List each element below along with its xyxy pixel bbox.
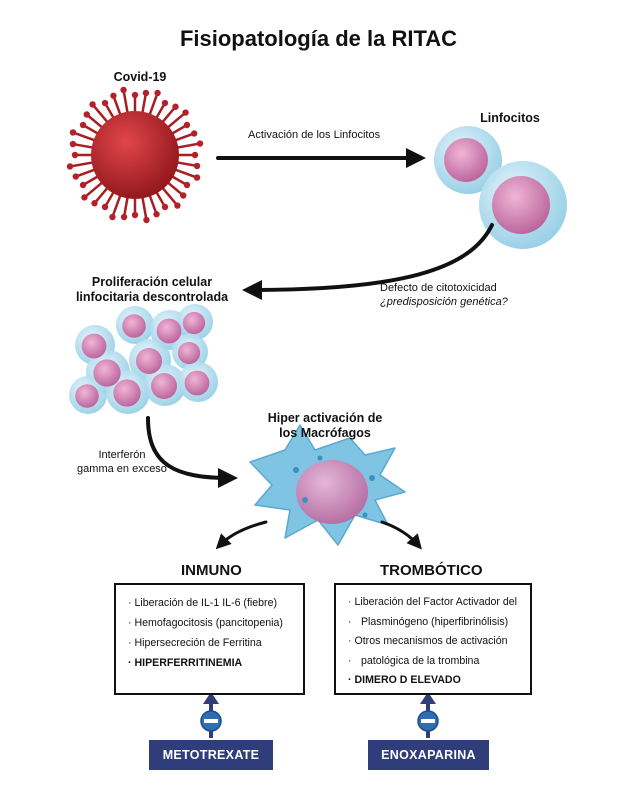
- lymphocytes-icon: [434, 126, 567, 249]
- arrow-to-thrombotic: [380, 520, 422, 550]
- inhibitor-thrombotic: [417, 692, 439, 738]
- defect-label: Defecto de citotoxicidad ¿predisposición…: [380, 281, 560, 309]
- thrombotic-item: Otros mecanismos de activación: [348, 632, 522, 652]
- macrophage-icon: [249, 424, 406, 546]
- covid-label: Covid-19: [113, 70, 167, 84]
- macrophage-label: Hiper activación de los Macrófagos: [250, 411, 400, 441]
- thrombotic-box: Liberación del Factor Activador del · Pl…: [334, 583, 532, 695]
- immune-item: Liberación de IL-1 IL-6 (fiebre): [128, 593, 295, 613]
- interferon-line1: Interferón: [98, 449, 146, 461]
- lymphocytes-label: Linfocitos: [480, 111, 540, 125]
- drug-metotrexate: METOTREXATE: [149, 740, 273, 770]
- flow-arrows: [146, 148, 494, 550]
- inhibitor-immune: [200, 692, 222, 738]
- immune-item: Hipersecreción de Ferritina: [128, 633, 295, 653]
- genetic-predisposition-text: ¿predisposición genética?: [380, 296, 508, 308]
- cytotoxicity-defect-text: Defecto de citotoxicidad: [380, 282, 497, 294]
- immune-item: HIPERFERRITINEMIA: [128, 653, 295, 673]
- arrow-interferon: [146, 416, 238, 488]
- immune-item: Hemofagocitosis (pancitopenia): [128, 613, 295, 633]
- arrow-defect: [242, 223, 494, 300]
- macrophage-line2: los Macrófagos: [279, 426, 371, 440]
- immune-box: Liberación de IL-1 IL-6 (fiebre) Hemofag…: [114, 583, 305, 695]
- interferon-label: Interferón gamma en exceso: [62, 448, 182, 476]
- thrombotic-item: DIMERO D ELEVADO: [348, 671, 522, 691]
- thrombotic-title: TROMBÓTICO: [380, 562, 483, 579]
- virus-icon: [66, 86, 204, 224]
- cell-cluster-icon: [69, 304, 218, 414]
- proliferation-line1: Proliferación celular: [91, 275, 213, 289]
- arrow-to-immune: [215, 520, 268, 550]
- proliferation-line2: linfocitaria descontrolada: [75, 290, 229, 304]
- drug-enoxaparina: ENOXAPARINA: [368, 740, 489, 770]
- activation-label: Activación de los Linfocitos: [248, 129, 381, 141]
- thrombotic-item: · Plasminógeno (hiperfibrinólisis): [348, 613, 522, 633]
- proliferation-label: Proliferación celular linfocitaria desco…: [62, 275, 242, 305]
- thrombotic-item: · patológica de la trombina: [348, 652, 522, 672]
- thrombotic-item: Liberación del Factor Activador del: [348, 593, 522, 613]
- macrophage-line1: Hiper activación de: [267, 411, 383, 425]
- immune-title: INMUNO: [181, 562, 242, 579]
- interferon-line2: gamma en exceso: [77, 463, 167, 475]
- page-title: Fisiopatología de la RITAC: [179, 26, 458, 51]
